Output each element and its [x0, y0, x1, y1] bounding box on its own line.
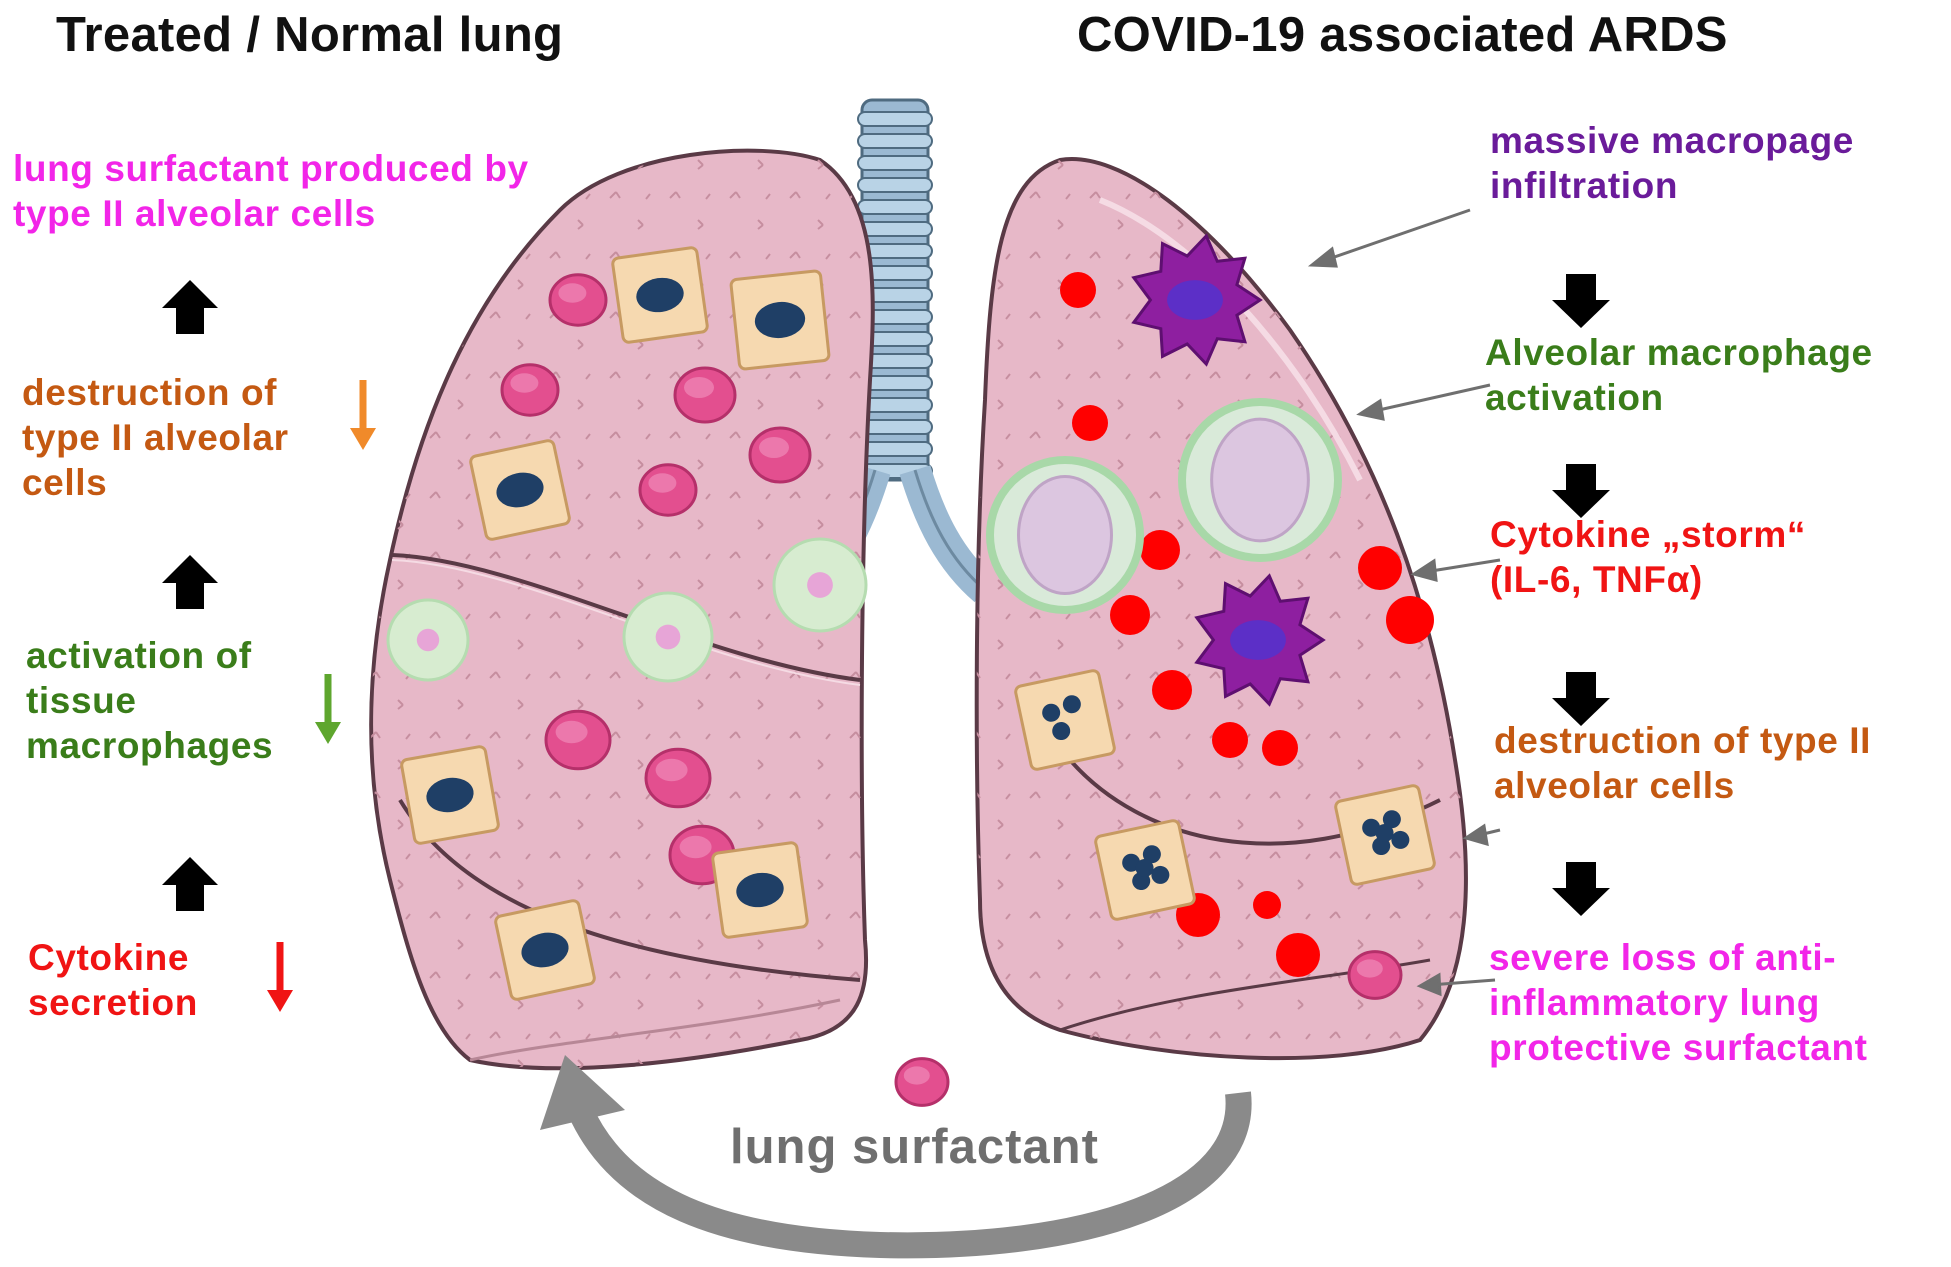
trend-down-arrow-orange [350, 380, 376, 450]
trachea-ring [857, 177, 933, 193]
trachea-ring [857, 441, 933, 457]
cytokine-dot [1358, 546, 1402, 590]
nucleus [521, 932, 569, 968]
right-down-arrow-3 [1552, 672, 1610, 726]
right-label-macrophage-infiltration: massive macropage infiltration [1490, 120, 1854, 207]
cytokine-dot [1110, 595, 1150, 635]
left-label-macrophage-activation: activation of tissue macrophages [26, 635, 274, 767]
nucleus [496, 472, 544, 508]
trachea-ring [857, 199, 933, 215]
right-header: COVID-19 associated ARDS [1077, 8, 1728, 62]
right-down-arrow-2 [1552, 464, 1610, 518]
left-up-arrow-2 [162, 555, 218, 609]
left-label-destruction: destruction of type II alveolar cells [22, 372, 289, 504]
right-label-destruction: destruction of type II alveolar cells [1494, 720, 1872, 807]
cytokine-dot [1140, 530, 1180, 570]
cytokine-dot [1386, 596, 1434, 644]
type2-alveolar-cell [1094, 819, 1196, 921]
nucleus [636, 277, 684, 313]
nucleus [1375, 824, 1394, 843]
cells-layer [386, 233, 1436, 1107]
nucleus [1062, 695, 1081, 714]
type2-alveolar-cell [1334, 784, 1436, 886]
left-up-arrow-3 [162, 857, 218, 911]
nucleus [1052, 722, 1071, 741]
connector-arrows [1307, 208, 1501, 997]
trend-down-arrow-green [315, 674, 341, 744]
left-header: Treated / Normal lung [56, 8, 564, 62]
nucleus [1391, 830, 1410, 849]
left-lung-treated [369, 148, 875, 1071]
type2-alveolar-cell [1014, 669, 1116, 771]
cytokine-dot [1276, 933, 1320, 977]
nucleus [1382, 810, 1401, 829]
left-label-cytokine: Cytokine secretion [28, 937, 198, 1024]
cytokine-dot [1152, 670, 1192, 710]
trachea-ring [857, 221, 933, 237]
cytokine-dot [1262, 730, 1298, 766]
right-label-surfactant-loss: severe loss of anti- inflammatory lung p… [1489, 937, 1868, 1069]
trachea-ring [857, 133, 933, 149]
nucleus [426, 777, 474, 813]
trend-down-arrow-red [267, 942, 293, 1012]
right-label-alveolar-activation: Alveolar macrophage activation [1485, 332, 1873, 419]
cytokine-dot [1060, 272, 1096, 308]
type2-alveolar-cell [611, 246, 709, 344]
type2-alveolar-cell [469, 439, 571, 541]
right-down-arrow-1 [1552, 274, 1610, 328]
type2-alveolar-cell [400, 745, 500, 845]
trachea-ring [857, 111, 933, 127]
cytokine-dot [1212, 722, 1248, 758]
nucleus [1151, 865, 1170, 884]
type2-alveolar-cell [711, 841, 809, 939]
cytokine-dot [1253, 891, 1281, 919]
nucleus [754, 301, 806, 339]
right-down-arrow-4 [1552, 862, 1610, 916]
right-label-cytokine-storm: Cytokine „storm“ (IL-6, TNFα) [1490, 514, 1806, 601]
left-up-arrow-1 [162, 280, 218, 334]
trachea-ring [857, 155, 933, 171]
nucleus [736, 872, 784, 908]
cytokine-dot [1072, 405, 1108, 441]
left-label-surfactant: lung surfactant produced by type II alve… [13, 148, 529, 235]
surfactant-cycle-arrow [540, 1055, 1252, 1259]
nucleus [1042, 703, 1061, 722]
nucleus [1135, 859, 1154, 878]
type2-alveolar-cell [729, 269, 831, 371]
nucleus [1142, 845, 1161, 864]
bottom-label-lung-surfactant: lung surfactant [730, 1120, 1099, 1174]
type2-alveolar-cell [494, 899, 596, 1001]
